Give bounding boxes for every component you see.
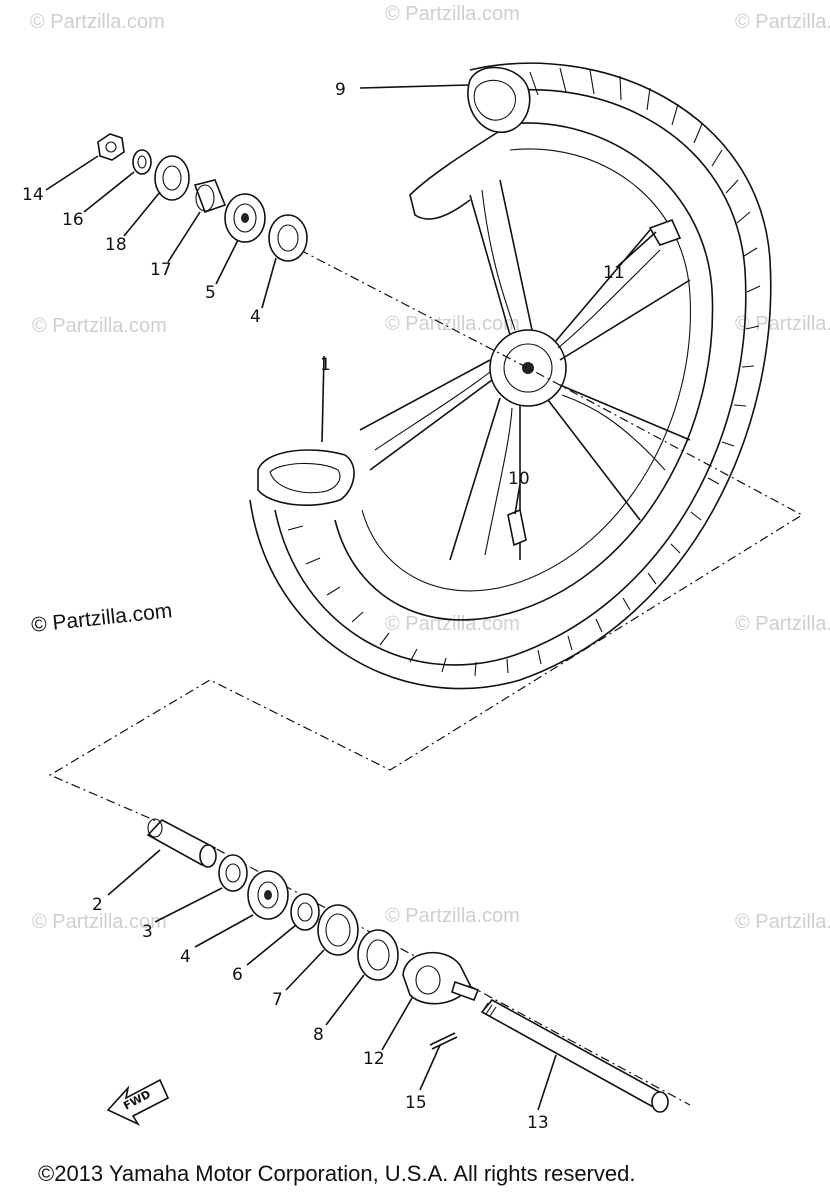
callout-5: 5 <box>205 283 216 303</box>
callout-4-lower: 4 <box>180 947 191 967</box>
left-hub-parts <box>97 133 308 262</box>
watermark: © Partzilla.com <box>735 313 830 335</box>
wheel-assembly <box>249 62 772 690</box>
callout-3: 3 <box>142 922 153 942</box>
watermark: © Partzilla.com <box>735 911 830 933</box>
callout-4: 4 <box>250 307 261 327</box>
callout-6: 6 <box>232 965 243 985</box>
callout-13: 13 <box>527 1113 549 1133</box>
callout-10: 10 <box>508 469 530 489</box>
callout-16: 16 <box>62 210 84 230</box>
watermark: © Partzilla.com <box>385 3 520 25</box>
part-6-gear <box>290 893 320 931</box>
callout-9: 9 <box>335 80 346 100</box>
callout-8: 8 <box>313 1025 324 1045</box>
callout-18: 18 <box>105 235 127 255</box>
part-14-nut <box>97 133 125 161</box>
part-4-bearing <box>268 214 308 262</box>
part-3-seal <box>218 854 248 892</box>
part-8-seal <box>357 929 399 981</box>
callout-17: 17 <box>150 260 172 280</box>
callouts: 9 14 16 18 17 5 4 1 10 11 2 3 4 6 7 8 12… <box>22 80 625 1133</box>
part-16-washer <box>132 149 152 175</box>
watermarks: © Partzilla.com © Partzilla.com © Partzi… <box>30 3 830 933</box>
callout-11: 11 <box>603 263 625 283</box>
callout-2: 2 <box>92 895 103 915</box>
watermark: © Partzilla.com <box>385 905 520 927</box>
callout-12: 12 <box>363 1049 385 1069</box>
right-hub-parts <box>146 818 669 1113</box>
part-15-pin <box>429 1032 458 1050</box>
part-2-spacer <box>146 819 217 867</box>
watermark: © Partzilla.com <box>32 911 167 933</box>
callout-14: 14 <box>22 185 44 205</box>
part-7-retainer <box>317 904 359 956</box>
watermark-prominent: © Partzilla.com <box>30 599 173 637</box>
axle-centerline <box>48 249 804 1106</box>
watermark: © Partzilla.com <box>30 11 165 33</box>
watermark: © Partzilla.com <box>385 313 520 335</box>
callout-1: 1 <box>320 355 331 375</box>
leader-lines <box>45 84 657 1111</box>
part-13-axle <box>480 998 667 1110</box>
watermark: © Partzilla.com <box>735 11 830 33</box>
callout-7: 7 <box>272 990 283 1010</box>
callout-15: 15 <box>405 1093 427 1113</box>
watermark: © Partzilla.com <box>735 613 830 635</box>
part-18-seal <box>154 155 190 201</box>
watermark: © Partzilla.com <box>32 315 167 337</box>
copyright-notice: ©2013 Yamaha Motor Corporation, U.S.A. A… <box>38 1161 636 1186</box>
part-17-spacer <box>193 179 227 214</box>
part-12-speedo-unit <box>402 951 471 1005</box>
fwd-arrow-icon: FWD <box>106 1078 170 1126</box>
